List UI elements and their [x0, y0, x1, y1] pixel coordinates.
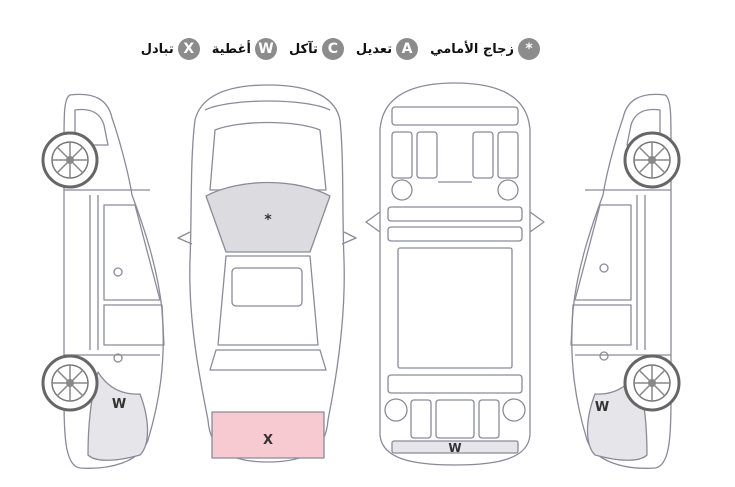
legend-item-covers: W أغطية — [212, 38, 277, 60]
legend-badge: A — [396, 38, 419, 60]
underside-panel — [387, 206, 523, 222]
wheel-icon — [41, 131, 99, 189]
left-side-mark: W — [112, 397, 126, 412]
legend-item-replacement: X تبادل — [141, 38, 200, 60]
windshield-panel — [205, 181, 331, 253]
left-side-body-outline — [63, 93, 164, 469]
left-side-fender-panel — [87, 371, 149, 461]
right-side-window — [570, 304, 632, 346]
right-side-mirror-area — [626, 108, 661, 146]
underside-panel — [478, 399, 500, 439]
rear-window — [209, 349, 327, 371]
top-view-roof — [217, 255, 319, 346]
underside-panel — [416, 131, 438, 179]
legend-badge: W — [254, 38, 277, 60]
underside-mirror — [365, 211, 545, 233]
left-side-door-handle — [113, 353, 123, 363]
legend-badge: C — [321, 38, 344, 60]
underside-panel — [387, 226, 523, 242]
underside-panel — [497, 131, 519, 179]
left-side-mirror-area — [74, 108, 109, 146]
bottom-mark: W — [448, 441, 461, 455]
underside-panel — [387, 374, 523, 394]
right-side-window — [574, 204, 632, 301]
legend-label: تبادل — [140, 41, 174, 57]
underside-panel — [391, 106, 519, 126]
top-view-hood-line — [204, 100, 331, 111]
wheel-icon — [41, 354, 99, 412]
windshield-mark: * — [264, 212, 272, 228]
car-top-view: * X — [177, 84, 357, 463]
underside-panel — [410, 399, 432, 439]
legend-label: زجاج الأمامي — [430, 41, 514, 57]
car-left-side-view: W — [41, 93, 165, 469]
bottom-bumper-panel — [391, 440, 519, 454]
legend-label: تعديل — [355, 41, 393, 57]
left-side-door-handle — [113, 267, 123, 277]
legend-item-windshield: * زجاج الأمامي — [430, 38, 540, 60]
underside-mount — [502, 398, 526, 422]
sunroof — [231, 267, 303, 307]
underside-panel — [391, 131, 413, 179]
side-mirror-right — [341, 231, 357, 245]
underside-panel — [435, 399, 475, 439]
underside-panel — [472, 131, 494, 179]
underside-floor-panel — [397, 247, 513, 369]
car-right-side-view: W — [570, 93, 681, 469]
legend-label: تآكل — [288, 41, 318, 57]
legend-label: أغطية — [211, 41, 251, 57]
top-view-hood-line — [209, 121, 327, 191]
trunk-mark: X — [263, 433, 273, 448]
wheel-icon — [623, 131, 681, 189]
damage-legend: * زجاج الأمامي A تعديل C تآكل W أغطية X … — [140, 36, 540, 62]
trunk-panel — [211, 411, 325, 459]
right-side-body-outline — [571, 93, 672, 469]
underside-mount — [391, 179, 413, 201]
right-side-door-handle — [599, 263, 609, 273]
legend-item-corrosion: C تآكل — [289, 38, 344, 60]
underside-mount — [497, 179, 519, 201]
legend-badge: X — [177, 38, 200, 60]
right-side-door-handle — [599, 351, 609, 361]
legend-item-modification: A تعديل — [355, 38, 419, 60]
left-side-window — [103, 304, 165, 346]
top-view-body-outline — [189, 84, 345, 463]
right-side-mark: W — [595, 400, 609, 415]
underside-body-outline — [379, 82, 531, 466]
car-underside-view: W — [365, 82, 545, 466]
underside-mount — [384, 398, 408, 422]
wheel-icon — [623, 354, 681, 412]
left-side-window — [103, 204, 161, 301]
legend-badge: * — [518, 38, 540, 60]
side-mirror-left — [177, 231, 193, 245]
